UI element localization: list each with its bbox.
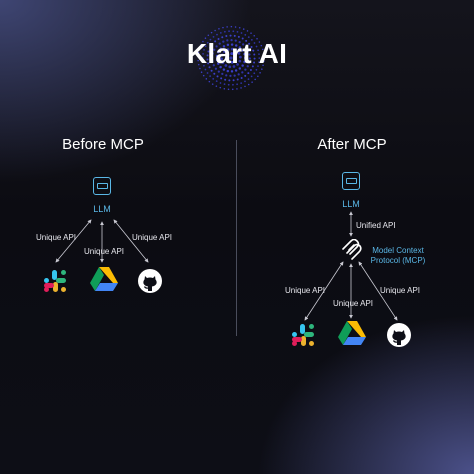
github-icon — [387, 323, 411, 347]
slack-icon — [44, 270, 66, 292]
before-mcp-title: Before MCP — [62, 136, 144, 153]
divider — [236, 140, 237, 336]
before-api-label-3: Unique API — [132, 233, 173, 242]
mcp-label-line1: Model Context — [372, 246, 424, 255]
after-mcp-title: After MCP — [317, 136, 387, 153]
github-icon — [138, 269, 162, 293]
google-drive-icon — [338, 321, 366, 345]
after-unified-api-label: Unified API — [356, 221, 396, 230]
after-api-label-2: Unique API — [333, 299, 374, 308]
mcp-icon — [342, 239, 362, 260]
logo-dots — [197, 25, 265, 91]
before-llm-label: LLM — [93, 204, 111, 214]
before-llm-icon — [93, 177, 111, 195]
after-llm-label: LLM — [342, 199, 360, 209]
before-api-label-1: Unique API — [36, 233, 77, 242]
brand-title: Klart AI — [186, 38, 288, 69]
before-api-label-2: Unique API — [84, 247, 125, 256]
after-arrow-github — [358, 261, 398, 321]
after-llm-icon — [342, 172, 360, 190]
after-api-label-1: Unique API — [285, 286, 326, 295]
before-arrow-github — [113, 219, 149, 263]
slack-icon — [292, 324, 314, 346]
after-arrow-slack — [304, 261, 344, 321]
mcp-label-line2: Protocol (MCP) — [370, 256, 426, 265]
after-api-label-3: Unique API — [380, 286, 421, 295]
before-arrow-slack — [55, 219, 92, 263]
google-drive-icon — [90, 267, 118, 291]
